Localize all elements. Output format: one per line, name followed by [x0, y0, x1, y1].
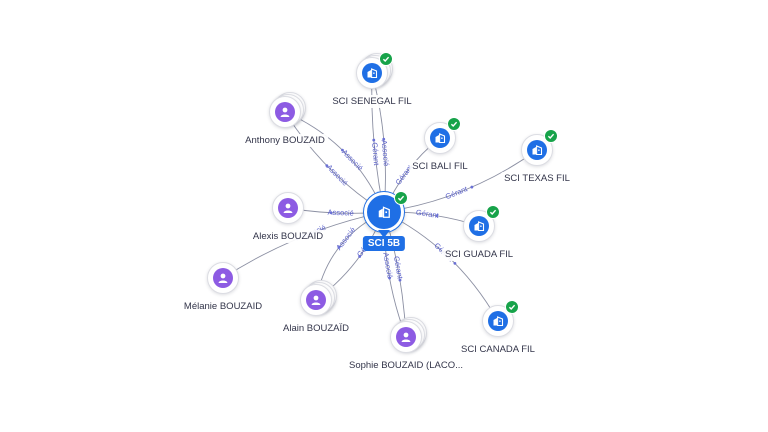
node-label[interactable]: Alexis BOUZAID: [249, 230, 327, 243]
node-label[interactable]: Sophie BOUZAID (LACO...: [345, 359, 467, 372]
verified-check-icon: [544, 129, 558, 143]
verified-check-icon: [447, 117, 461, 131]
node-disc: [300, 284, 332, 316]
center-company-node[interactable]: [364, 191, 408, 238]
edge-direction-dot: [435, 214, 439, 218]
node-label[interactable]: Alain BOUZAÏD: [280, 322, 352, 335]
company-node-canada[interactable]: [482, 300, 519, 337]
company-node-guada[interactable]: [463, 205, 500, 242]
node-label[interactable]: SCI BALI FIL: [409, 160, 471, 173]
edge-role-label: Gérant: [392, 255, 405, 280]
node-disc: [272, 192, 304, 224]
building-icon: [430, 128, 450, 148]
company-node-bali[interactable]: [424, 117, 461, 154]
edge-direction-dot: [358, 255, 362, 258]
verified-check-icon: [486, 205, 500, 219]
verified-check-icon: [379, 52, 393, 66]
node-disc: [356, 52, 393, 89]
building-icon: [469, 216, 489, 236]
node-label[interactable]: SCI TEXAS FIL: [501, 172, 573, 185]
person-node-anthony[interactable]: [269, 92, 306, 128]
node-label[interactable]: SCI CANADA FIL: [458, 343, 538, 356]
edge-role-label: Associé: [327, 208, 354, 218]
person-icon: [306, 290, 326, 310]
edge-direction-dot: [470, 185, 474, 189]
node-disc: [390, 321, 422, 353]
node-label[interactable]: Mélanie BOUZAID: [180, 300, 266, 313]
person-node-melanie[interactable]: [207, 262, 239, 294]
node-disc: [269, 96, 301, 128]
center-node-label[interactable]: SCI 5B: [362, 236, 406, 251]
edge-direction-dot: [329, 211, 333, 215]
node-disc: [207, 262, 239, 294]
person-node-alain[interactable]: [300, 280, 337, 316]
edge-role-label: Gérant: [370, 142, 381, 167]
node-disc: [521, 129, 558, 166]
person-icon: [213, 268, 233, 288]
edge-direction-dot: [398, 278, 402, 282]
edge-role-label: Associé: [381, 252, 394, 279]
edge-role-label: Gérant: [415, 208, 440, 220]
edge-direction-dot: [337, 246, 341, 249]
person-icon: [396, 327, 416, 347]
person-node-alexis[interactable]: [272, 192, 304, 224]
node-label[interactable]: Anthony BOUZAID: [242, 134, 328, 147]
edge-direction-dot: [453, 261, 457, 265]
company-node-senegal[interactable]: [356, 52, 393, 89]
verified-check-icon: [505, 300, 519, 314]
edge-role-label: Associé: [380, 140, 391, 167]
node-label[interactable]: SCI SENEGAL FIL: [329, 95, 415, 108]
building-icon: [362, 63, 382, 83]
edge-direction-dot: [388, 276, 391, 280]
person-node-sophie[interactable]: [390, 317, 427, 353]
edge-direction-dot: [372, 138, 376, 142]
edge-direction-dot: [325, 164, 329, 168]
pin-tip: [378, 230, 390, 238]
company-node-texas[interactable]: [521, 129, 558, 166]
edge-direction-dot: [341, 148, 344, 152]
node-label[interactable]: SCI GUADA FIL: [441, 248, 517, 261]
node-disc: [424, 117, 461, 154]
edge-direction-dot: [382, 137, 386, 141]
verified-check-icon: [394, 191, 408, 205]
node-disc: [482, 300, 519, 337]
building-icon: [377, 205, 391, 219]
person-icon: [275, 102, 295, 122]
building-icon: [488, 311, 508, 331]
node-disc: [463, 205, 500, 242]
person-icon: [278, 198, 298, 218]
building-icon: [527, 140, 547, 160]
